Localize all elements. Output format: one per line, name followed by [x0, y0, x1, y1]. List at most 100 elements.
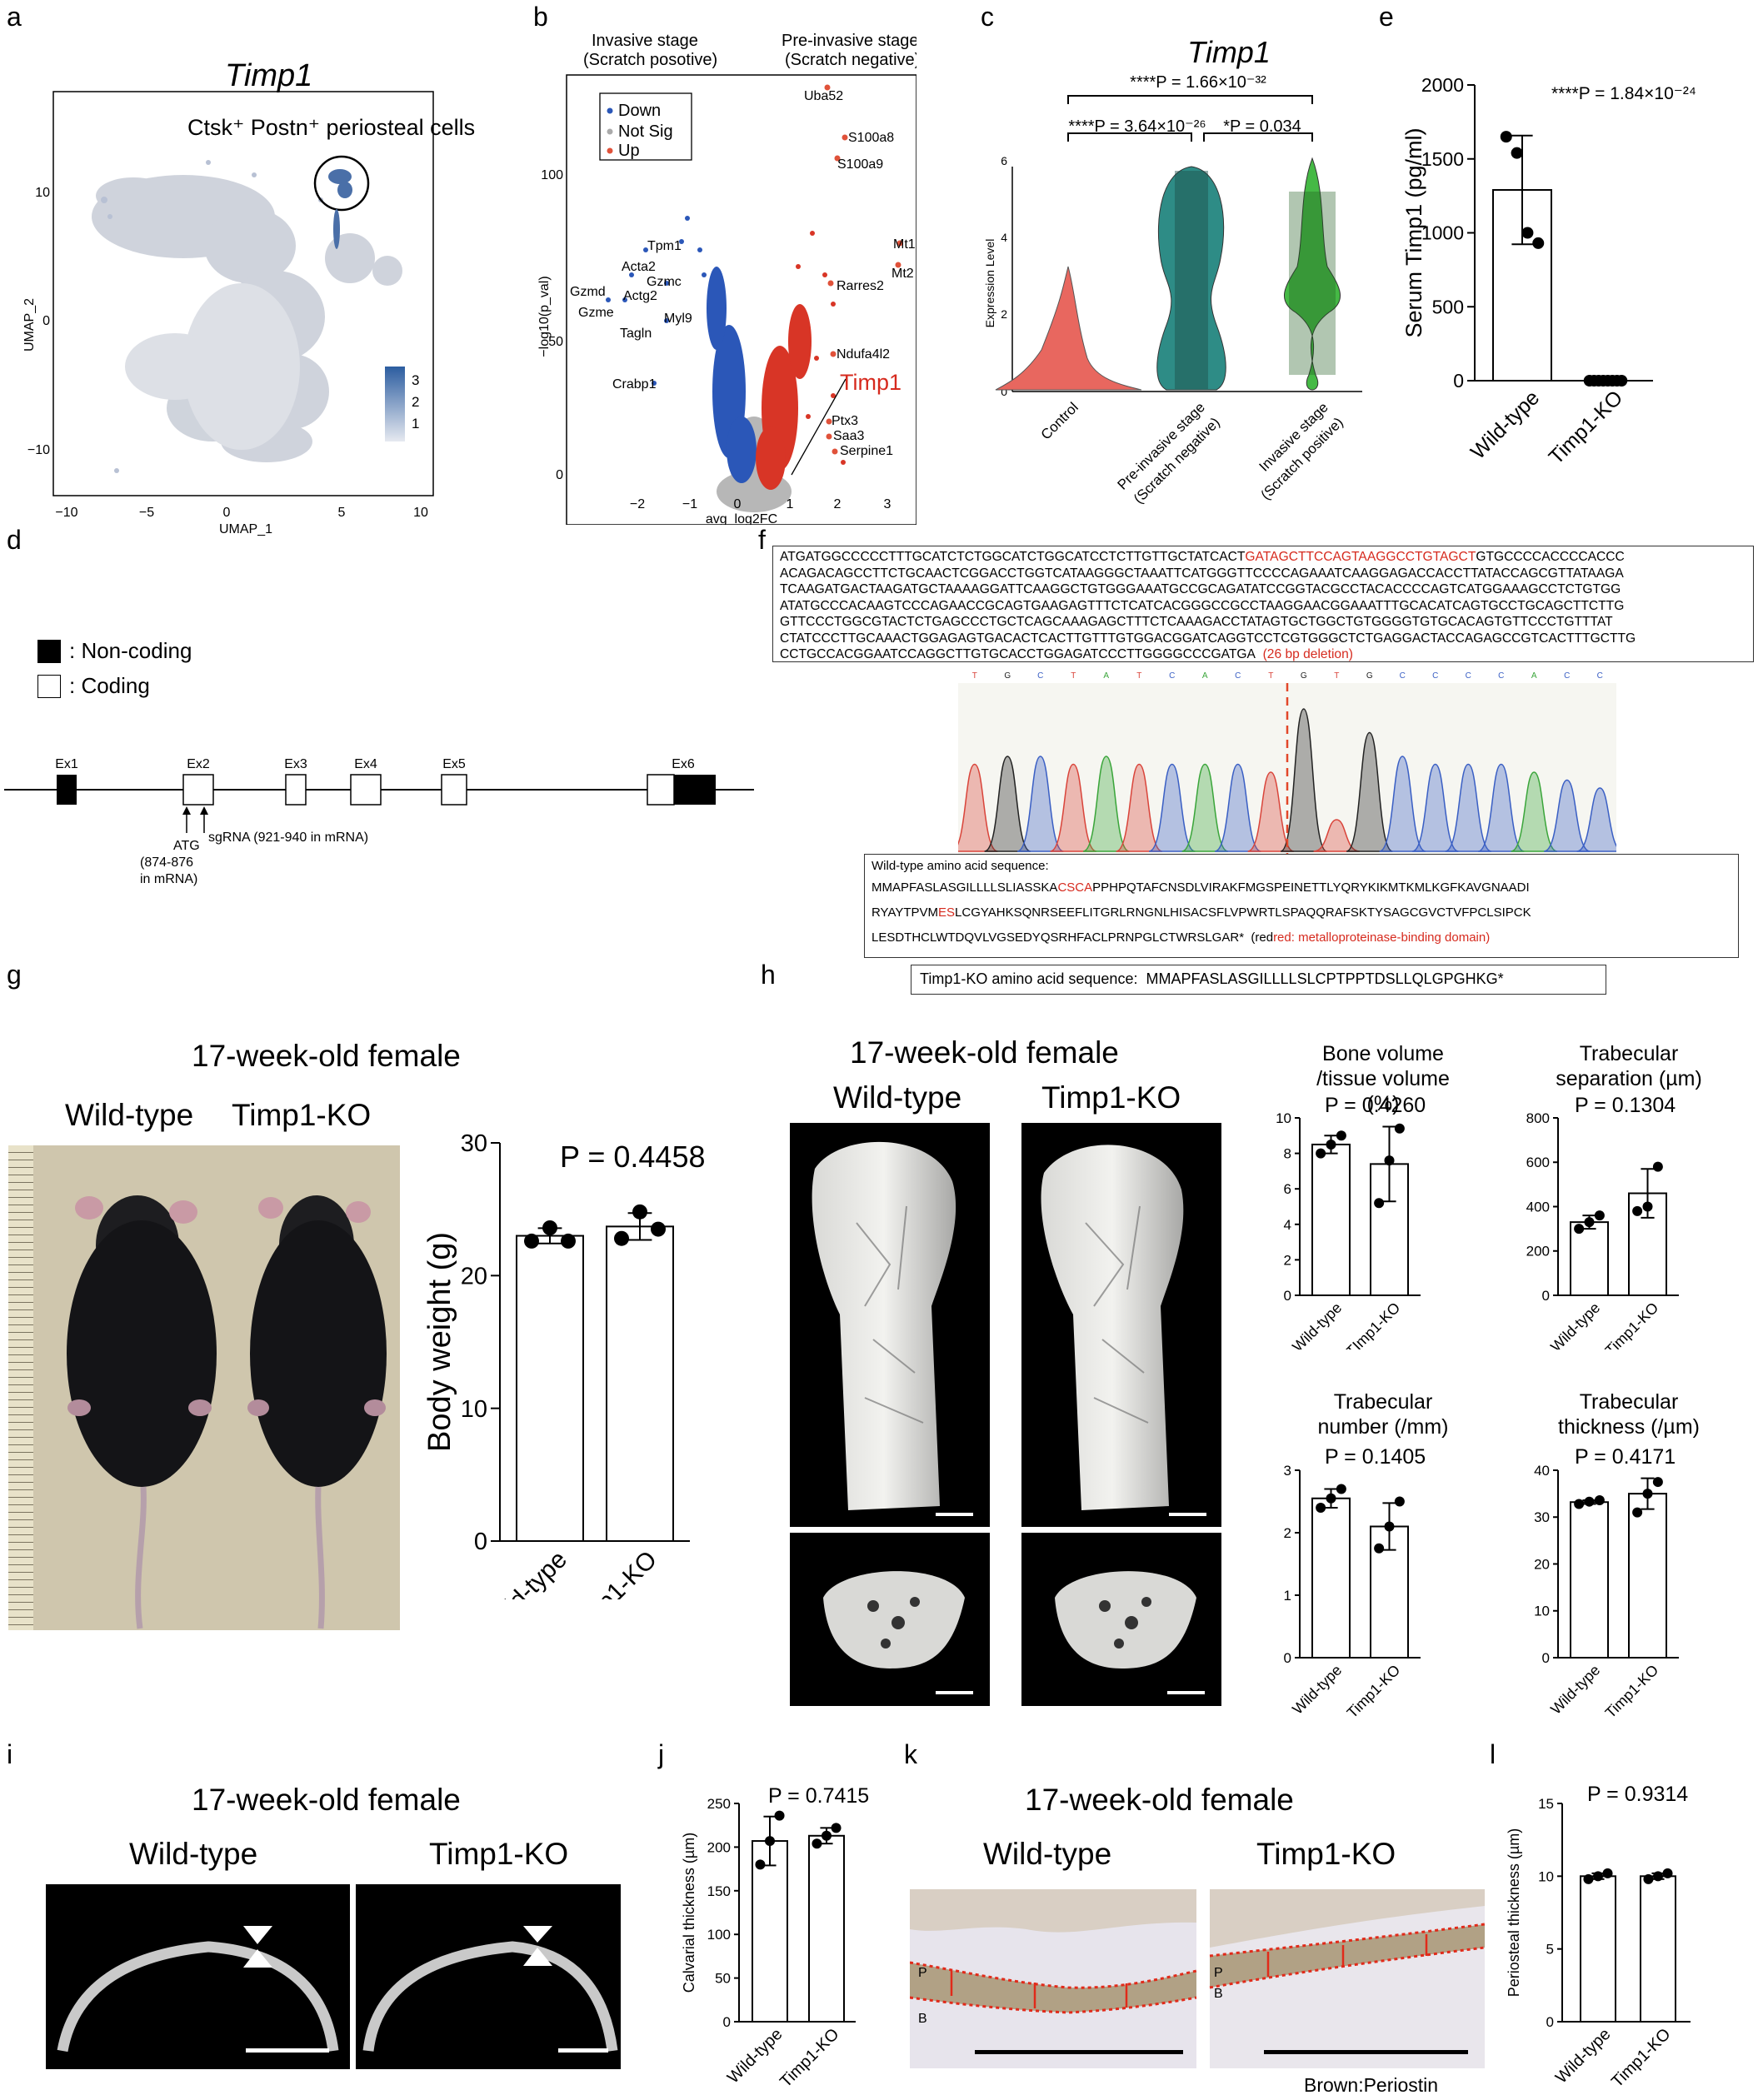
tn-p: P = 0.1405 — [1325, 1445, 1426, 1469]
h-wildtype-label: Wild-type — [833, 1080, 962, 1115]
bar — [606, 1225, 674, 1542]
y-tick-label: 2000 — [1421, 75, 1464, 96]
y-tick-label: 50 — [715, 1971, 731, 1987]
base-call: T — [1136, 671, 1141, 681]
y-tick-label: 10 — [1276, 1110, 1291, 1126]
calvaria-images — [46, 1884, 621, 2069]
umap-xtick: −5 — [139, 506, 154, 520]
data-point — [812, 1838, 822, 1849]
aa-seq: LCGYAHKSQNRSEEFLITGRLRNGNLHISACSFLVPWRTL… — [955, 905, 1531, 920]
y-tick-label: 2 — [1284, 1252, 1291, 1268]
category-label: Wild-type — [1547, 1662, 1603, 1718]
base-call: C — [1564, 671, 1570, 681]
data-point — [1326, 1493, 1336, 1504]
seq-line: TCAAGATGACTAAGATGCTAAAAGGATTCAAGGCTGTGGG… — [780, 582, 1621, 596]
y-tick-label: 1 — [1284, 1588, 1291, 1604]
volcano-legend-down: Down — [618, 102, 661, 120]
base-call: C — [1466, 671, 1471, 681]
y-tick-label: 20 — [1534, 1556, 1550, 1572]
violin-p-top: ****P = 1.66×10⁻³² — [1130, 73, 1266, 92]
violin-group: Control — [1038, 399, 1081, 442]
data-point — [755, 1859, 766, 1870]
y-tick-label: 4 — [1284, 1217, 1291, 1233]
aa-seq: RYAYTPVM — [872, 905, 939, 920]
mrna-sequence-box: ATGATGGCCCCCTTTGCATCTCTGGCATCTGGCATCCTCT… — [772, 546, 1754, 662]
y-tick-label: 6 — [1284, 1181, 1291, 1197]
category-label: Timp1-KO — [1545, 386, 1628, 469]
category-label: Wild-type — [1552, 2025, 1615, 2088]
y-tick-label: 0 — [1546, 2014, 1554, 2030]
y-tick-label: 10 — [1538, 1868, 1554, 1884]
y-tick-label: 2 — [1284, 1525, 1291, 1541]
bar — [516, 1235, 584, 1543]
trace-peak — [1116, 763, 1163, 852]
mouse-photo — [8, 1145, 400, 1630]
ruler — [8, 1145, 33, 1630]
panel-letter-g: g — [7, 960, 22, 990]
y-tick-label: 5 — [1546, 1942, 1554, 1958]
wildtype-aa-box: Wild-type amino acid sequence: MMAPFASLA… — [864, 854, 1739, 958]
bar — [1570, 1221, 1609, 1296]
base-call: G — [1301, 671, 1307, 681]
volcano-legend-up: Up — [618, 142, 640, 160]
ko-aa-label: Timp1-KO amino acid sequence: — [920, 970, 1138, 987]
k-label-b-wt: B — [918, 2012, 927, 2026]
aa-seq: LESDTHCLWTDQVLVGSEDYQSRHFACLPRNPGLCTWRSL… — [872, 930, 1245, 945]
violin-ytick: 6 — [1001, 154, 1007, 167]
y-tick-label: 150 — [707, 1883, 731, 1899]
data-point — [765, 1836, 775, 1847]
noncoding-swatch — [37, 640, 61, 663]
data-point — [1511, 147, 1523, 159]
violin-p-right: *P = 0.034 — [1223, 117, 1301, 136]
data-point — [1336, 1130, 1346, 1141]
data-point — [1336, 1484, 1346, 1494]
data-point — [1316, 1503, 1326, 1513]
volcano-ylabel: −log10(p_val) — [537, 276, 552, 357]
volcano-gene: S100a9 — [837, 157, 883, 172]
trace-peak — [1511, 771, 1558, 852]
y-tick-label: 40 — [1534, 1463, 1550, 1479]
y-tick-label: 0 — [1542, 1650, 1550, 1666]
y-axis-label: Periosteal thickness (µm) — [1506, 1828, 1522, 1997]
panel-letter-d: d — [7, 525, 22, 555]
y-tick-label: 1500 — [1421, 148, 1464, 170]
y-tick-label: 400 — [1526, 1199, 1550, 1215]
y-tick-label: 200 — [707, 1839, 731, 1855]
base-call: T — [1268, 671, 1273, 681]
data-point — [1326, 1139, 1336, 1150]
y-tick-label: 20 — [461, 1263, 487, 1289]
volcano-gene: Ndufa4l2 — [837, 347, 890, 362]
data-point — [1662, 1868, 1673, 1878]
y-axis-label: Calvarial thickness (µm) — [681, 1833, 697, 1993]
volcano-ytick: 0 — [556, 468, 563, 482]
volcano-xtick: 0 — [734, 497, 742, 511]
y-tick-label: 10 — [461, 1396, 487, 1423]
i-ko-label: Timp1-KO — [429, 1837, 569, 1871]
base-call: A — [1103, 671, 1109, 681]
y-tick-label: 1000 — [1421, 222, 1464, 244]
volcano-gene: Mt2 — [891, 267, 914, 281]
base-call: T — [1071, 671, 1076, 681]
seq-line: GTGCCCCACCCCACCC — [1476, 550, 1625, 564]
volcano-gene: Gzmd — [570, 285, 606, 299]
umap-annotation: Ctsk⁺ Postn⁺ periosteal cells — [187, 115, 476, 140]
volcano-gene: Serpine1 — [840, 444, 893, 458]
volcano-title-right: Pre-invasive stage — [782, 32, 916, 50]
data-point — [1602, 1868, 1613, 1878]
bar — [1311, 1497, 1351, 1659]
atg-label: ATG — [173, 839, 200, 853]
umap-xtick: 5 — [338, 506, 346, 520]
base-call: C — [1235, 671, 1241, 681]
bar — [808, 1834, 845, 2023]
volcano-gene: Crabp1 — [612, 377, 657, 392]
y-tick-label: 100 — [707, 1927, 731, 1943]
volcano-gene: Uba52 — [804, 89, 843, 103]
seq-line: CTATCCCTTGCAAACTGGAGAGTGACACTCACTTGTTTGT… — [780, 631, 1636, 646]
y-tick-label: 0 — [1542, 1288, 1550, 1304]
g-title: 17-week-old female — [192, 1039, 461, 1073]
k-stain-note: Brown:Periostin — [1304, 2074, 1439, 2096]
category-label: Wild-type — [1466, 386, 1544, 463]
